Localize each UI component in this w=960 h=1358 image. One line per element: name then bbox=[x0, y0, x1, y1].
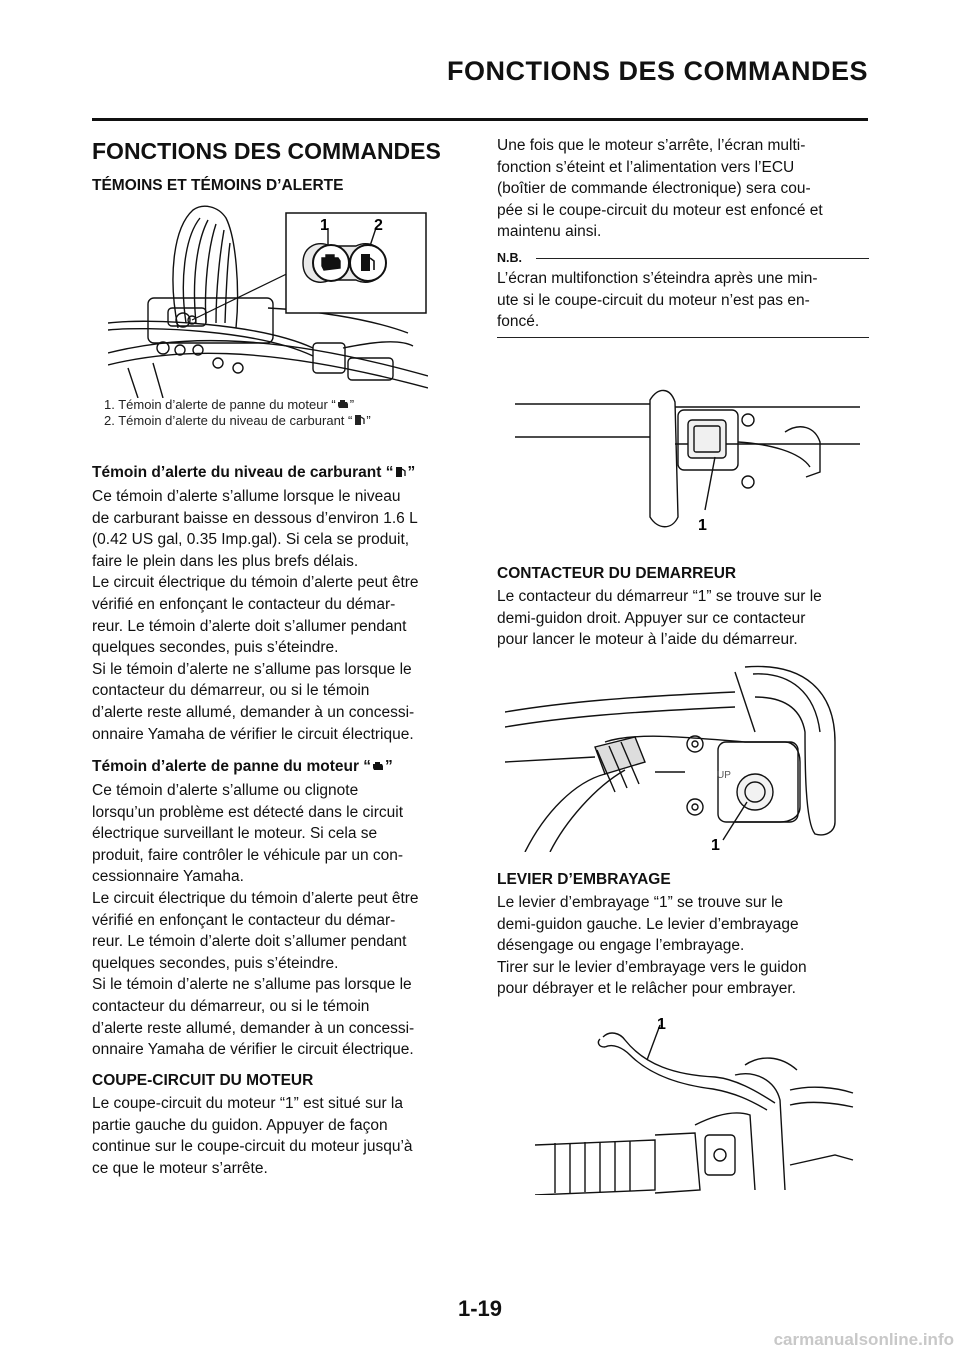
text-line: quelques secondes, puis s’éteindre. bbox=[92, 639, 339, 657]
engine-warning-body: Ce témoin d’alerte s’allume ou clignote … bbox=[92, 780, 472, 1061]
engine-icon bbox=[337, 400, 348, 408]
text-line: Si le témoin d’alerte ne s’allume pas lo… bbox=[92, 660, 412, 678]
text-line: de carburant baisse en dessous d’environ… bbox=[92, 509, 418, 527]
text-line: Le levier d’embrayage “1” se trouve sur … bbox=[497, 894, 784, 911]
text-line: onnaire Yamaha de vérifier le circuit él… bbox=[92, 1041, 414, 1059]
text-line: ce que le moteur s’arrête. bbox=[92, 1159, 268, 1177]
figure2-callout-1: 1 bbox=[698, 517, 707, 534]
text-line: quelques secondes, puis s’éteindre. bbox=[92, 954, 339, 972]
text-line: reur. Le témoin d’alerte doit s’allumer … bbox=[92, 933, 407, 951]
text-line: Le circuit électrique du témoin d’alerte… bbox=[92, 889, 419, 907]
section-heading: FONCTIONS DES COMMANDES bbox=[92, 138, 441, 164]
text-line: désengage ou engage l’embrayage. bbox=[497, 937, 745, 955]
figure4-callout-1: 1 bbox=[657, 1016, 666, 1033]
figure-starter-switch: UP 1 bbox=[505, 665, 836, 852]
text-line: Ce témoin d’alerte s’allume lorsque le n… bbox=[92, 488, 401, 505]
text-line: Une fois que le moteur s’arrête, l’écran… bbox=[497, 137, 806, 154]
figure1-callout-2: 2 bbox=[374, 217, 383, 234]
text-line: d’alerte reste allumé, demander à un con… bbox=[92, 1019, 415, 1037]
caption-2: 2. Témoin d’alerte du niveau de carburan… bbox=[104, 413, 464, 429]
figure-engine-stop-switch: 1 bbox=[515, 389, 860, 534]
nb-body: L’écran multifonction s’éteindra après u… bbox=[497, 268, 877, 333]
text-line: Si le témoin d’alerte ne s’allume pas lo… bbox=[92, 976, 412, 994]
figure-clutch-lever: 1 bbox=[535, 1016, 854, 1195]
text-line: faire le plein dans les plus brefs délai… bbox=[92, 552, 359, 570]
fuel-warning-title: Témoin d’alerte du niveau de carburant “ bbox=[92, 464, 394, 481]
nb-top-rule bbox=[536, 258, 869, 259]
text-line: onnaire Yamaha de vérifier le circuit él… bbox=[92, 725, 414, 743]
text-line: Tirer sur le levier d’embrayage vers le … bbox=[497, 958, 807, 976]
caption-1-close: ” bbox=[349, 397, 355, 412]
caption-1: 1. Témoin d’alerte de panne du moteur “ ” bbox=[104, 397, 464, 413]
nb-bottom-rule bbox=[497, 337, 869, 338]
page-header-title: FONCTIONS DES COMMANDES bbox=[446, 56, 868, 86]
text-line: continue sur le coupe-circuit du moteur … bbox=[92, 1138, 413, 1156]
caption-2-close: ” bbox=[366, 412, 371, 428]
watermark: carmanualsonline.info bbox=[773, 1330, 954, 1349]
intro-body: Une fois que le moteur s’arrête, l’écran… bbox=[497, 135, 877, 243]
figure3-callout-1: 1 bbox=[711, 837, 720, 852]
fuel-pump-icon bbox=[355, 414, 366, 425]
text-line: produit, faire contrôler le véhicule par… bbox=[92, 846, 404, 864]
text-line: fonction s’éteint et l’alimentation vers… bbox=[497, 158, 795, 176]
figure1-callout-1: 1 bbox=[320, 217, 329, 234]
text-line: demi-guidon gauche. Le levier d’embrayag… bbox=[497, 915, 799, 933]
text-line: pée si le coupe-circuit du moteur est en… bbox=[497, 201, 823, 219]
text-line: Le contacteur du démarreur “1” se trouve… bbox=[497, 588, 822, 605]
text-line: électrique surveillant le moteur. Si cel… bbox=[92, 825, 378, 843]
text-line: vérifié en enfonçant le contacteur du dé… bbox=[92, 595, 396, 613]
fuel-warning-title-close: ” bbox=[407, 464, 416, 481]
text-line: contacteur du démarreur, ou si le témoin bbox=[92, 682, 370, 700]
text-line: maintenu ainsi. bbox=[497, 223, 602, 241]
header-rule bbox=[92, 118, 868, 121]
text-line: partie gauche du guidon. Appuyer de faço… bbox=[92, 1116, 388, 1134]
text-line: cessionnaire Yamaha. bbox=[92, 868, 244, 886]
text-line: Ce témoin d’alerte s’allume ou clignote bbox=[92, 782, 359, 799]
starter-switch-body: Le contacteur du démarreur “1” se trouve… bbox=[497, 586, 877, 651]
text-line: (boîtier de commande électronique) sera … bbox=[497, 180, 811, 198]
text-line: L’écran multifonction s’éteindra après u… bbox=[497, 270, 818, 287]
text-line: lorsqu’un problème est détecté dans le c… bbox=[92, 803, 404, 821]
engine-warning-title-close: ” bbox=[385, 758, 393, 775]
text-line: ute si le coupe-circuit du moteur n’est … bbox=[497, 291, 810, 309]
fuel-warning-body: Ce témoin d’alerte s’allume lorsque le n… bbox=[92, 486, 472, 745]
page-number: 1-19 bbox=[457, 1296, 503, 1321]
nb-label: N.B. bbox=[497, 251, 522, 265]
kill-switch-body: Le coupe-circuit du moteur “1” est situé… bbox=[92, 1093, 472, 1179]
engine-icon bbox=[373, 762, 384, 770]
text-line: vérifié en enfonçant le contacteur du dé… bbox=[92, 911, 396, 929]
engine-warning-heading: Témoin d’alerte de panne du moteur “ ” bbox=[92, 758, 393, 776]
text-line: reur. Le témoin d’alerte doit s’allumer … bbox=[92, 617, 407, 635]
text-line: Le coupe-circuit du moteur “1” est situé… bbox=[92, 1095, 403, 1112]
clutch-lever-heading: LEVIER D’EMBRAYAGE bbox=[497, 871, 671, 888]
figure-warning-lights: 1 2 bbox=[108, 205, 428, 398]
text-line: pour lancer le moteur à l’aide du démarr… bbox=[497, 631, 798, 649]
subsection-heading: TÉMOINS ET TÉMOINS D’ALERTE bbox=[92, 177, 344, 194]
caption-2-text: 2. Témoin d’alerte du niveau de carburan… bbox=[104, 412, 353, 428]
text-line: Le circuit électrique du témoin d’alerte… bbox=[92, 574, 419, 592]
text-line: demi-guidon droit. Appuyer sur ce contac… bbox=[497, 609, 806, 627]
caption-1-text: 1. Témoin d’alerte de panne du moteur “ bbox=[104, 397, 336, 412]
figure3-up-label: UP bbox=[717, 770, 731, 781]
figure1-captions: 1. Témoin d’alerte de panne du moteur “ ”… bbox=[104, 397, 464, 428]
text-line: contacteur du démarreur, ou si le témoin bbox=[92, 997, 370, 1015]
text-line: (0.42 US gal, 0.35 Imp.gal). Si cela se … bbox=[92, 531, 410, 549]
clutch-lever-body: Le levier d’embrayage “1” se trouve sur … bbox=[497, 892, 877, 1000]
engine-warning-title: Témoin d’alerte de panne du moteur “ bbox=[92, 758, 372, 775]
text-line: d’alerte reste allumé, demander à un con… bbox=[92, 703, 415, 721]
kill-switch-heading: COUPE-CIRCUIT DU MOTEUR bbox=[92, 1072, 314, 1089]
fuel-warning-heading: Témoin d’alerte du niveau de carburant “… bbox=[92, 464, 415, 482]
fuel-pump-icon bbox=[396, 467, 407, 477]
text-line: foncé. bbox=[497, 313, 540, 331]
starter-switch-heading: CONTACTEUR DU DEMARREUR bbox=[497, 565, 737, 582]
text-line: pour débrayer et le relâcher pour embray… bbox=[497, 980, 796, 998]
